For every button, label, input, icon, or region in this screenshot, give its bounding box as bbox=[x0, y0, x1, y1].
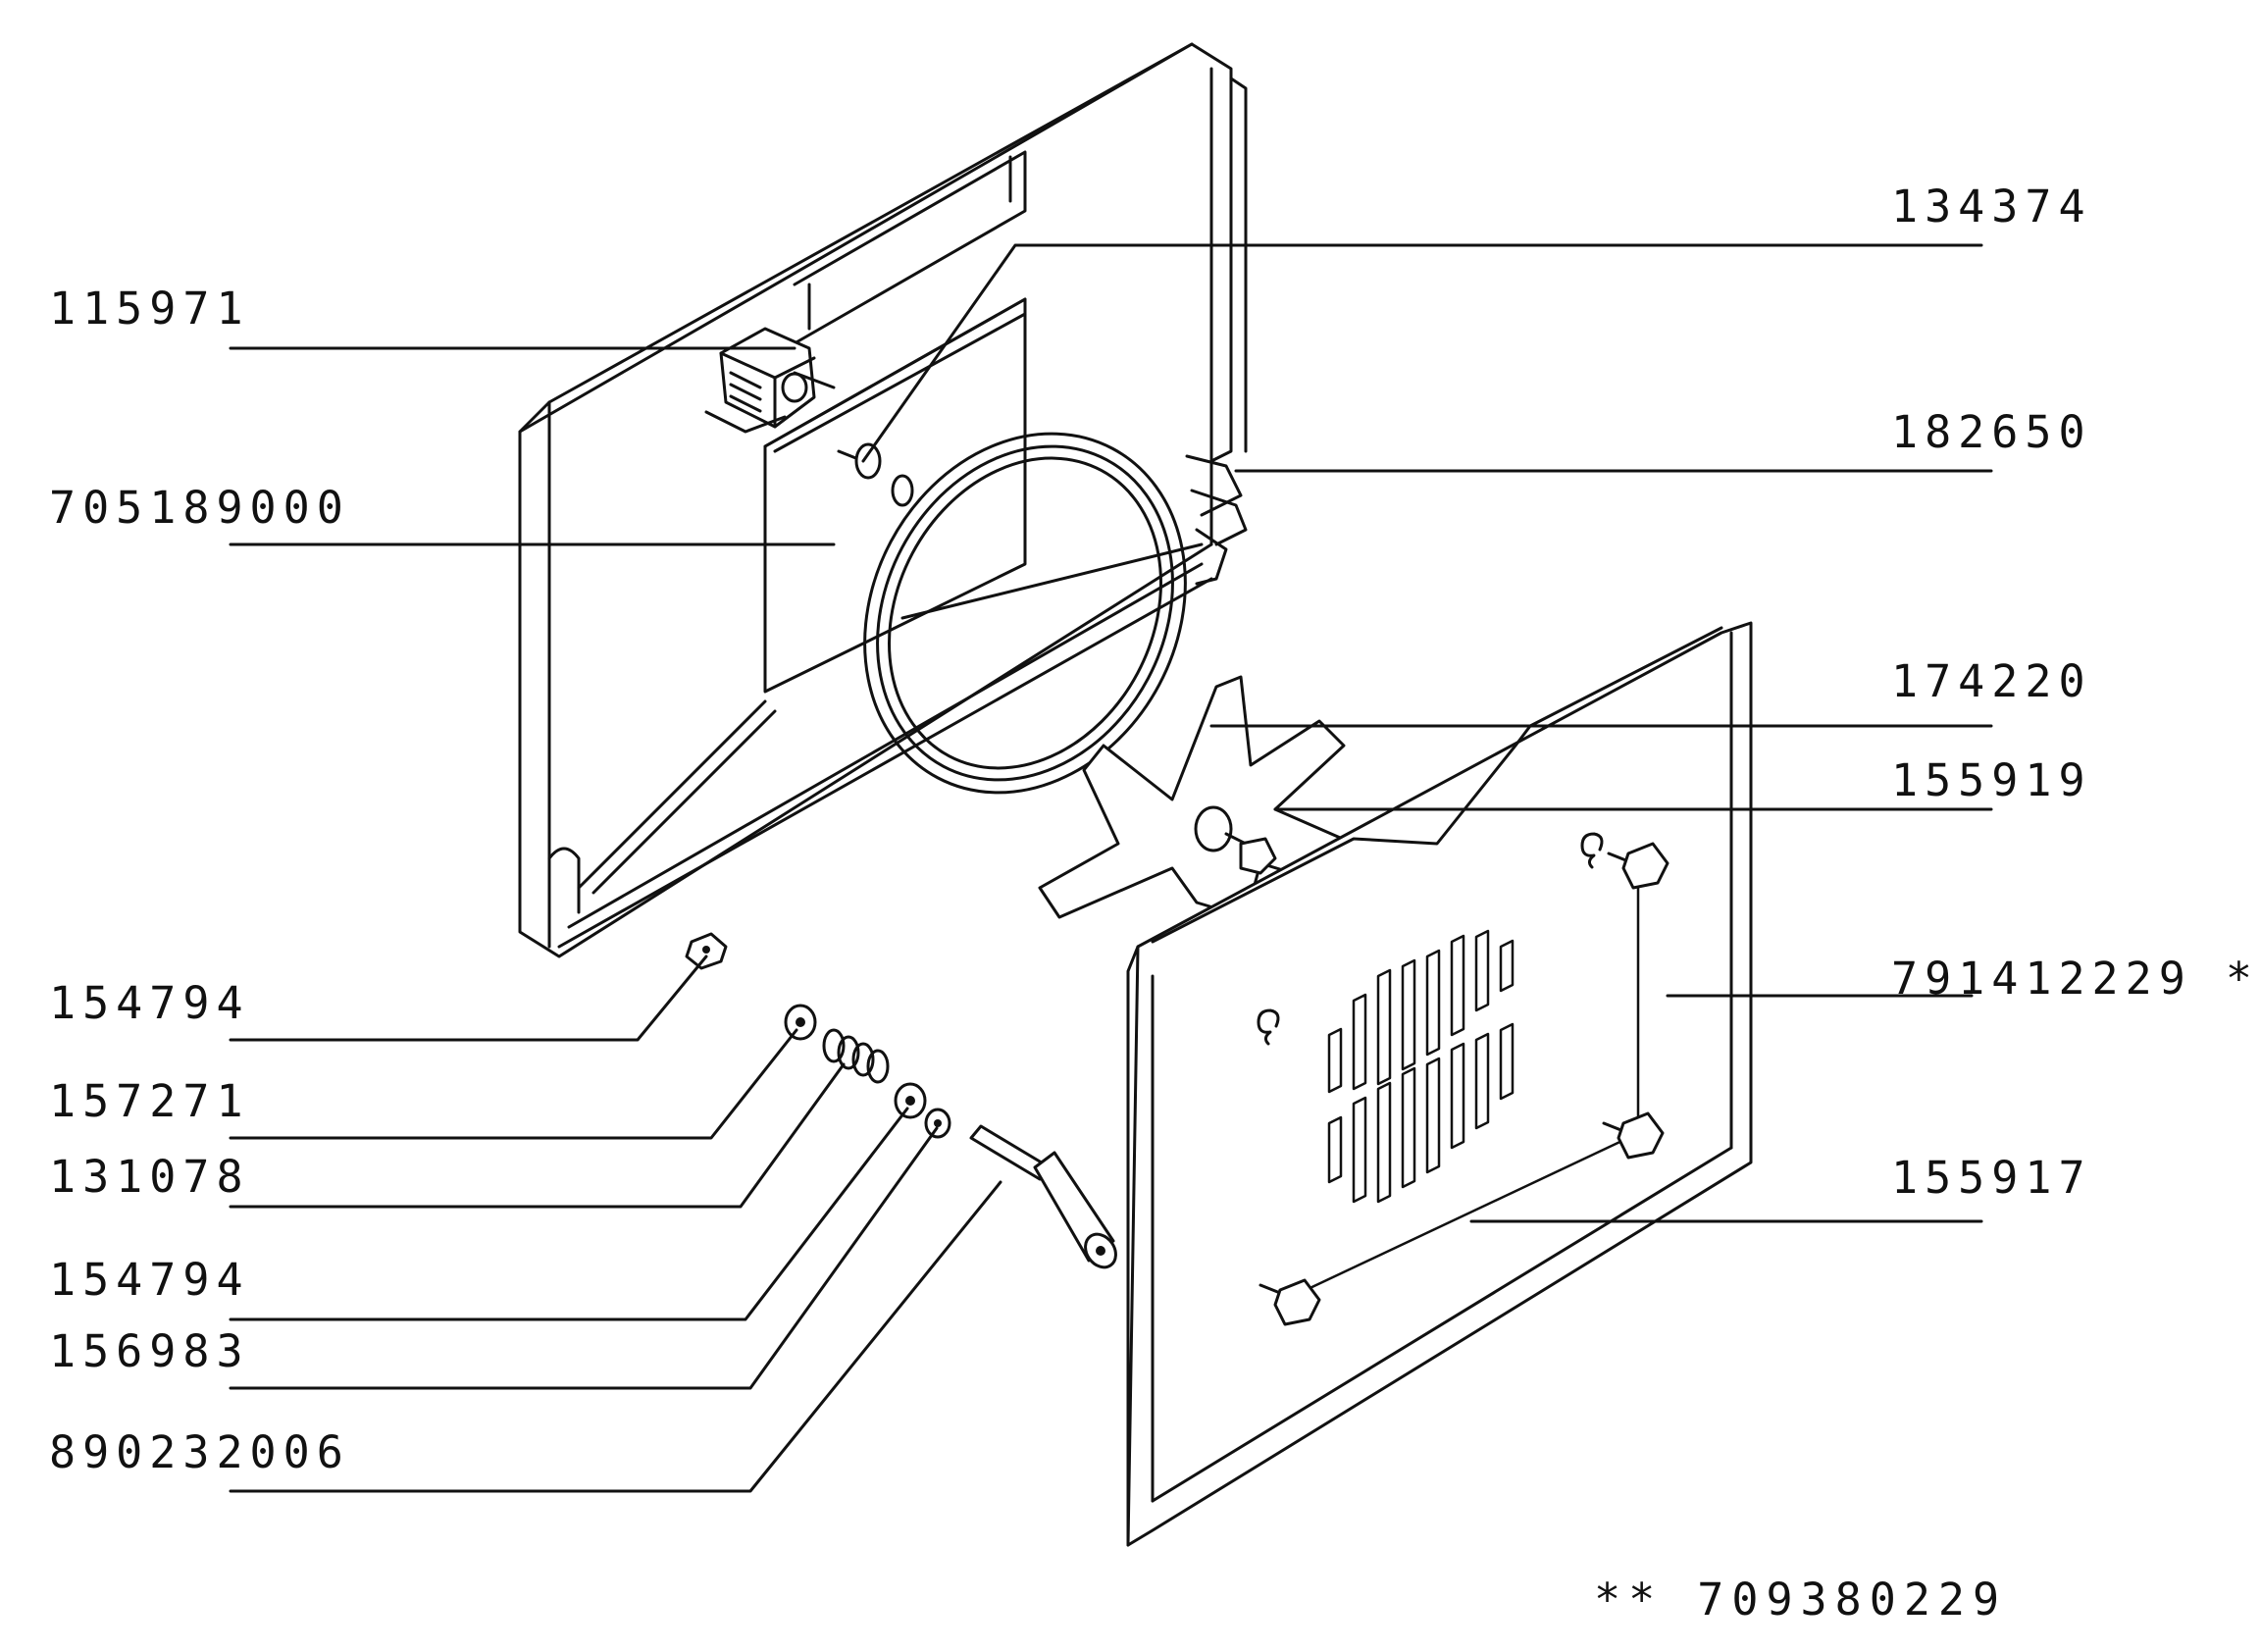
label-115971: 115971 bbox=[49, 283, 250, 335]
heating-ring-element bbox=[863, 432, 1248, 795]
shaft-890232006 bbox=[969, 1124, 1117, 1269]
label-155917: 155917 bbox=[1891, 1152, 2092, 1204]
washer-154794 bbox=[894, 1082, 927, 1119]
leader-lines bbox=[229, 243, 1993, 1493]
nut-top-hole bbox=[702, 946, 710, 954]
louvres-upper bbox=[1327, 929, 1515, 1094]
label-157271: 157271 bbox=[49, 1075, 250, 1127]
label-705189000: 705189000 bbox=[49, 482, 350, 534]
cover-screws bbox=[1258, 842, 1669, 1326]
louvres-lower bbox=[1327, 1022, 1515, 1204]
footnote: ** 709380229 bbox=[1594, 1574, 2008, 1626]
clip-156983 bbox=[924, 1108, 951, 1139]
label-134374: 134374 bbox=[1891, 181, 2092, 232]
label-155919: 155919 bbox=[1891, 754, 2092, 806]
label-791412229: 791412229 ** bbox=[1891, 953, 2260, 1005]
label-890232006: 890232006 bbox=[49, 1426, 350, 1478]
label-131078: 131078 bbox=[49, 1151, 250, 1203]
label-174220: 174220 bbox=[1891, 655, 2092, 707]
label-156983: 156983 bbox=[49, 1325, 250, 1377]
fan-blade bbox=[1038, 675, 1356, 919]
label-154794-top: 154794 bbox=[49, 977, 250, 1029]
label-154794-bottom: 154794 bbox=[49, 1254, 250, 1306]
washer-157271 bbox=[784, 1004, 817, 1041]
thermostat-part bbox=[704, 327, 836, 434]
screw-134374 bbox=[837, 442, 882, 480]
back-panel bbox=[518, 42, 1248, 958]
label-182650: 182650 bbox=[1891, 406, 2092, 458]
spring-131078 bbox=[822, 1028, 890, 1084]
